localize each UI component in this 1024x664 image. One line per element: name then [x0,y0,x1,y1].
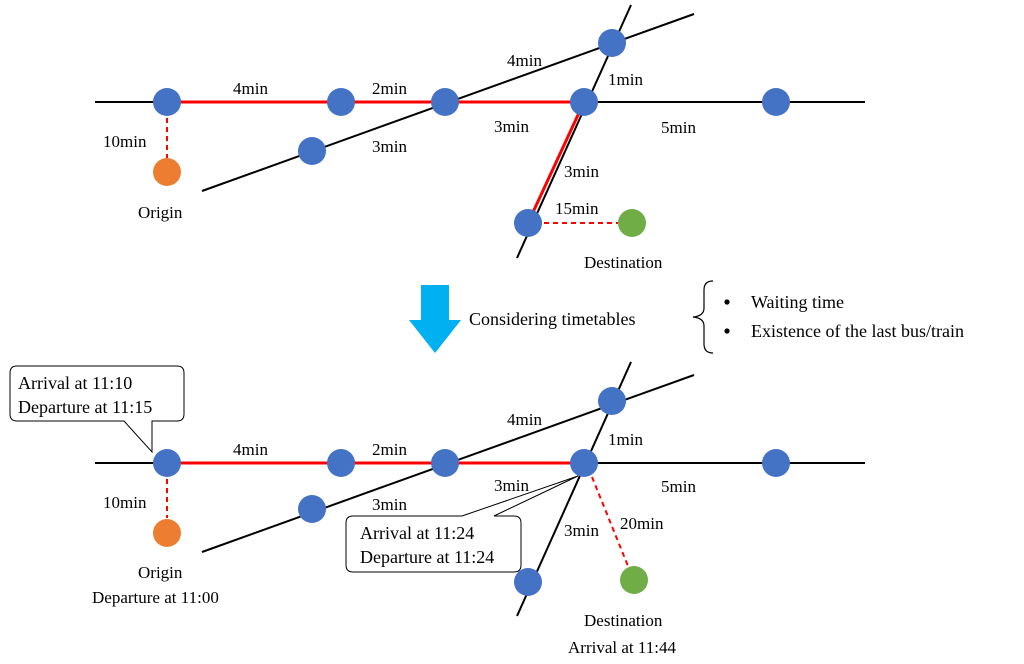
time-label: 4min [233,440,268,459]
transition: Considering timetables Waiting time Exis… [409,280,964,354]
time-label: 4min [507,410,542,429]
time-label: 3min [564,162,599,181]
origin-time: Departure at 11:00 [92,588,219,607]
station [298,137,326,165]
time-label: 3min [494,476,529,495]
time-label: 3min [564,521,599,540]
origin-node [153,158,181,186]
station [431,449,459,477]
walk-destination [591,476,629,567]
time-label: 2min [372,440,407,459]
time-label: 4min [233,79,268,98]
station [153,449,181,477]
station [327,88,355,116]
station [327,449,355,477]
time-label: 15min [555,199,599,218]
station [598,387,626,415]
bullet-text: Waiting time [751,292,844,312]
time-label: 3min [372,495,407,514]
time-label: 5min [661,477,696,496]
station [762,88,790,116]
callout-departure: Departure at 11:15 [18,397,152,417]
station [514,209,542,237]
bullet-text: Existence of the last bus/train [751,321,964,341]
time-label: 1min [608,70,643,89]
destination-label: Destination [584,611,663,630]
callout-arrival: Arrival at 11:10 [18,373,132,393]
time-label: 1min [608,430,643,449]
time-label: 2min [372,79,407,98]
origin-label: Origin [138,203,183,222]
destination-label: Destination [584,253,663,272]
time-label: 4min [507,51,542,70]
transition-text: Considering timetables [469,309,635,329]
down-arrow-icon [409,285,461,353]
station [570,88,598,116]
time-label: 5min [661,118,696,137]
callout-transfer-2: Arrival at 11:24 Departure at 11:24 [345,475,579,573]
bullet-icon [724,299,730,305]
callout-arrival: Arrival at 11:24 [360,523,474,543]
callout-transfer-1: Arrival at 11:10 Departure at 11:15 [9,365,185,454]
time-label: 20min [620,514,664,533]
station [598,29,626,57]
origin-node [153,519,181,547]
origin-label: Origin [138,563,183,582]
time-label: 10min [103,493,147,512]
top-network: 4min 2min 4min 1min 3min 3min 5min 3min … [95,4,865,272]
station [570,449,598,477]
bullet-icon [724,328,730,334]
brace-icon [692,280,714,354]
bottom-network: Arrival at 11:10 Departure at 11:15 Arri… [9,361,865,657]
station [153,88,181,116]
destination-node [618,209,646,237]
destination-node [620,566,648,594]
station [431,88,459,116]
station [514,568,542,596]
time-label: 10min [103,132,147,151]
callout-departure: Departure at 11:24 [360,547,494,567]
time-label: 3min [372,137,407,156]
time-label: 3min [494,117,529,136]
station [762,449,790,477]
destination-time: Arrival at 11:44 [568,638,676,657]
station [298,495,326,523]
